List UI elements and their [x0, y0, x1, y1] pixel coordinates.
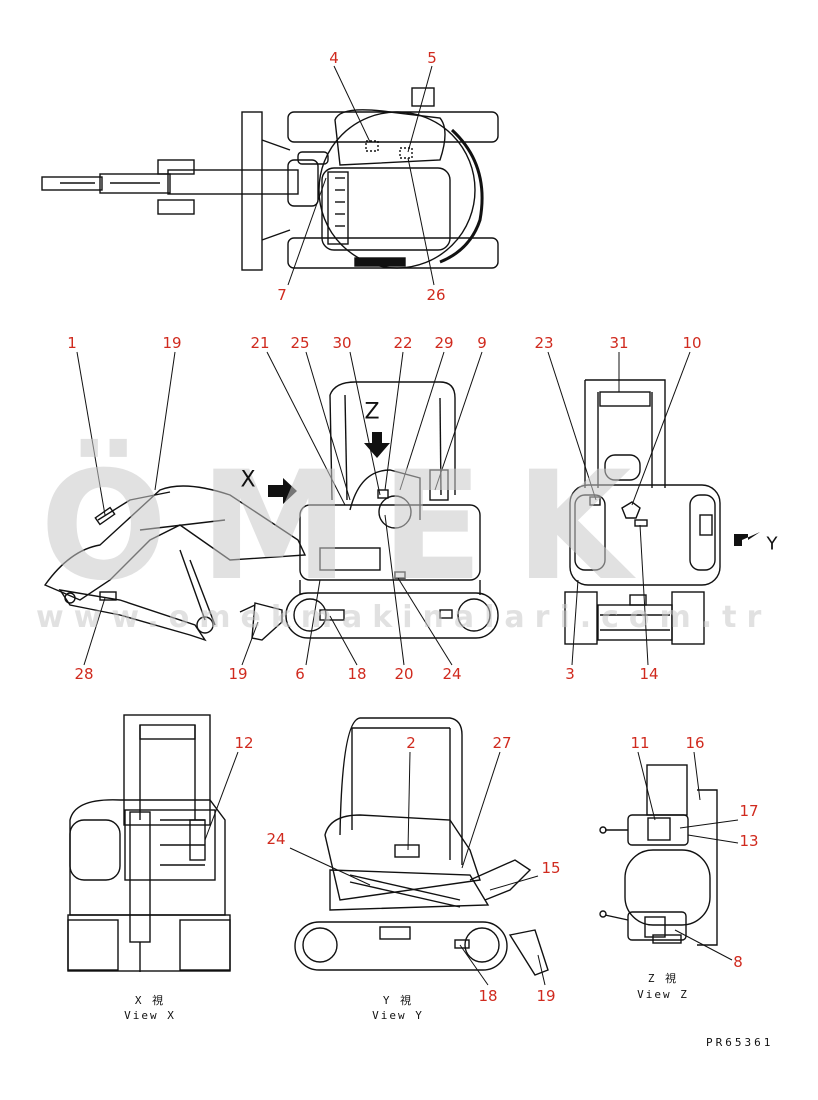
callout-side-21: 21	[250, 334, 270, 352]
callout-side-19a: 19	[162, 334, 182, 352]
callout-y-15: 15	[541, 859, 561, 877]
callout-rear-14: 14	[639, 665, 659, 683]
callout-side-18: 18	[347, 665, 367, 683]
view-y-drawing	[294, 717, 549, 976]
top-view-drawing	[41, 87, 499, 271]
callout-top-26: 26	[426, 286, 446, 304]
caption-view-z-jp: Z 視	[647, 972, 679, 985]
callout-rear-23: 23	[534, 334, 554, 352]
callout-side-28: 28	[74, 665, 94, 683]
view-y-letter: Y	[766, 533, 778, 555]
callout-side-1: 1	[67, 334, 77, 352]
direction-arrows	[268, 432, 760, 546]
callout-z-17: 17	[739, 802, 759, 820]
callout-y-18: 18	[478, 987, 498, 1005]
callout-rear-31: 31	[609, 334, 629, 352]
leader-lines	[76, 65, 739, 986]
callout-y-24: 24	[266, 830, 286, 848]
callout-side-30: 30	[332, 334, 352, 352]
callout-side-9: 9	[477, 334, 487, 352]
callout-rear-3: 3	[565, 665, 575, 683]
caption-view-x-en: View X	[124, 1009, 176, 1022]
view-x-letter: X	[240, 467, 256, 493]
view-z-drawing	[599, 764, 718, 946]
callout-side-19b: 19	[228, 665, 248, 683]
callout-z-13: 13	[739, 832, 759, 850]
callout-z-8: 8	[733, 953, 743, 971]
callout-top-5: 5	[427, 49, 437, 67]
z-arrow-icon	[364, 432, 390, 458]
rear-view-drawing	[564, 379, 721, 645]
callout-rear-10: 10	[682, 334, 702, 352]
callout-side-24: 24	[442, 665, 462, 683]
callout-side-6: 6	[295, 665, 305, 683]
view-z-letter: Z	[364, 399, 380, 425]
callout-z-16: 16	[685, 734, 705, 752]
caption-view-y-en: View Y	[372, 1009, 424, 1022]
view-x-drawing	[67, 714, 231, 972]
callout-y-27: 27	[492, 734, 512, 752]
callout-side-29: 29	[434, 334, 454, 352]
y-arrow-icon	[734, 532, 760, 546]
callout-side-22: 22	[393, 334, 413, 352]
caption-view-z-en: View Z	[637, 988, 689, 1001]
callout-side-25: 25	[290, 334, 310, 352]
callout-y-19: 19	[536, 987, 556, 1005]
callout-top-7: 7	[277, 286, 287, 304]
caption-view-x-jp: X 視	[134, 994, 166, 1007]
x-arrow-icon	[268, 478, 297, 504]
callout-y-2: 2	[406, 734, 416, 752]
callout-x-12: 12	[234, 734, 254, 752]
side-view-drawing	[43, 381, 499, 642]
callout-z-11: 11	[630, 734, 650, 752]
callout-side-20: 20	[394, 665, 414, 683]
callout-top-4: 4	[329, 49, 339, 67]
caption-view-y-jp: Y 視	[382, 994, 414, 1007]
drawing-number: PR65361	[706, 1036, 774, 1049]
